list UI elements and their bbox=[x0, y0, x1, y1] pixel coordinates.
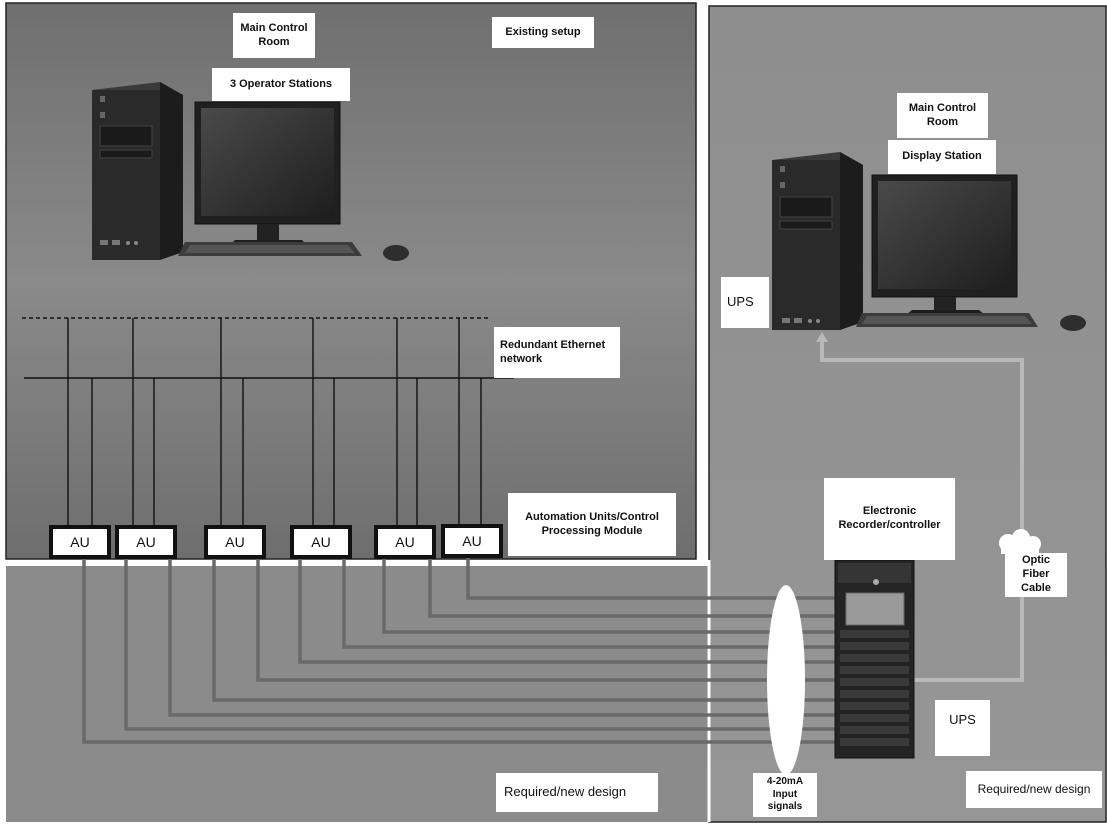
automation-units-label: Automation Units/Control Processing Modu… bbox=[508, 493, 676, 556]
display-station-label: Display Station bbox=[888, 140, 996, 174]
automation-unit-2: AU bbox=[115, 525, 177, 559]
automation-unit-1: AU bbox=[49, 525, 111, 559]
ups-label-bottom: UPS bbox=[935, 700, 990, 756]
optic-fiber-cable bbox=[820, 336, 1024, 682]
required-new-design-label-right: Required/new design bbox=[966, 771, 1102, 808]
automation-unit-5: AU bbox=[374, 525, 436, 559]
existing-setup-label: Existing setup bbox=[492, 17, 594, 48]
redundant-ethernet-network bbox=[22, 317, 514, 525]
display-station-computer bbox=[772, 152, 1086, 331]
required-new-design-label-left: Required/new design bbox=[496, 773, 658, 812]
main-control-room-label-left: Main Control Room bbox=[233, 13, 315, 58]
main-control-room-label-right: Main Control Room bbox=[897, 93, 988, 138]
signal-wires bbox=[82, 558, 835, 744]
electronic-recorder-label: Electronic Recorder/controller bbox=[824, 478, 955, 560]
existing-setup-panel bbox=[5, 2, 697, 560]
fiber-label-cloud bbox=[999, 529, 1041, 554]
redundant-ethernet-label: Redundant Ethernet network bbox=[494, 327, 620, 378]
optic-fiber-label: Optic Fiber Cable bbox=[1005, 553, 1067, 597]
automation-unit-6: AU bbox=[441, 524, 503, 558]
input-signals-bundle bbox=[767, 585, 805, 775]
automation-unit-4: AU bbox=[290, 525, 352, 559]
operator-stations-label: 3 Operator Stations bbox=[212, 68, 350, 101]
input-signals-label: 4-20mA Input signals bbox=[753, 773, 817, 817]
ups-label-top: UPS bbox=[721, 277, 769, 328]
electronic-recorder-device bbox=[834, 559, 915, 759]
operator-station-computer bbox=[92, 82, 409, 261]
automation-unit-3: AU bbox=[204, 525, 266, 559]
